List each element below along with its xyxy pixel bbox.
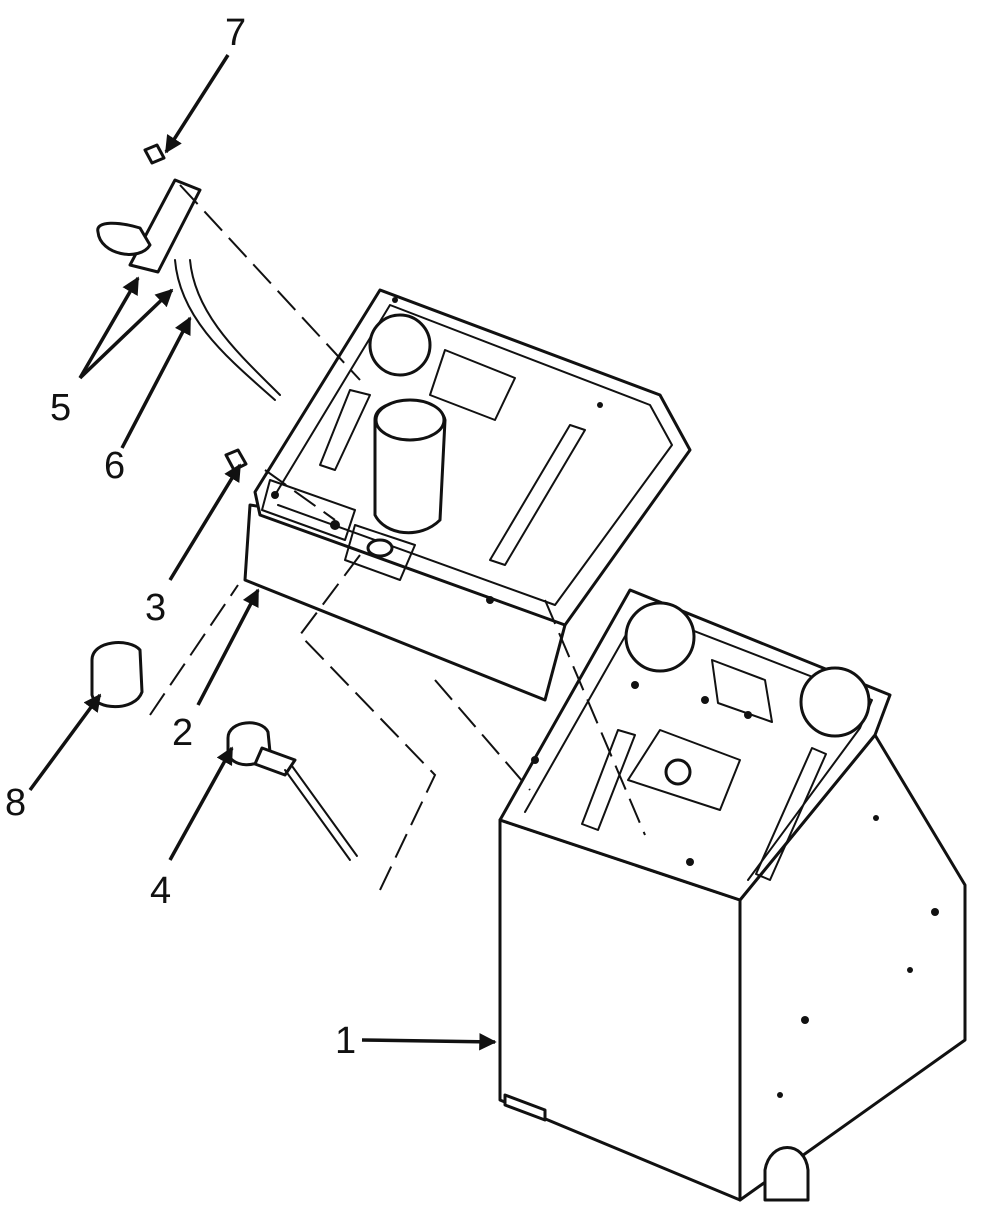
leader-arrows <box>28 54 497 1051</box>
control-knob-with-shaft <box>226 721 358 861</box>
ignition-recess <box>344 524 416 581</box>
gauge-opening-left <box>624 601 696 673</box>
callout-3: 3 <box>145 587 166 629</box>
callout-labels: 1 2 3 4 5 6 7 8 <box>5 12 356 1062</box>
slot-right <box>755 747 827 881</box>
callout-8: 8 <box>5 782 26 824</box>
mounting-foot-right <box>763 1146 810 1202</box>
phantom-alignment-lines <box>149 184 646 891</box>
callout-5: 5 <box>50 387 71 429</box>
panel-slot-left <box>319 389 371 471</box>
switch-cutout <box>711 659 773 723</box>
gauge-opening-right <box>799 666 871 738</box>
instrument-panel-cover <box>243 288 692 702</box>
switch-knob <box>96 221 152 256</box>
mounting-foot-left <box>503 1093 547 1122</box>
callout-6: 6 <box>104 445 125 487</box>
panel-gauge-opening <box>368 313 432 377</box>
screw-upper <box>143 143 166 165</box>
callout-7: 7 <box>225 12 246 54</box>
steering-recess <box>627 729 741 811</box>
screw-lower <box>224 448 248 472</box>
console-housing <box>498 588 967 1202</box>
slot-left <box>581 729 636 831</box>
indicator-recess <box>261 479 356 541</box>
panel-switch-cutout <box>429 349 516 421</box>
callout-1: 1 <box>335 1020 356 1062</box>
switch-harness <box>174 259 276 401</box>
panel-slot-right <box>489 424 586 566</box>
callout-2: 2 <box>172 712 193 754</box>
callout-4: 4 <box>150 870 171 912</box>
switch-assembly <box>96 178 281 401</box>
